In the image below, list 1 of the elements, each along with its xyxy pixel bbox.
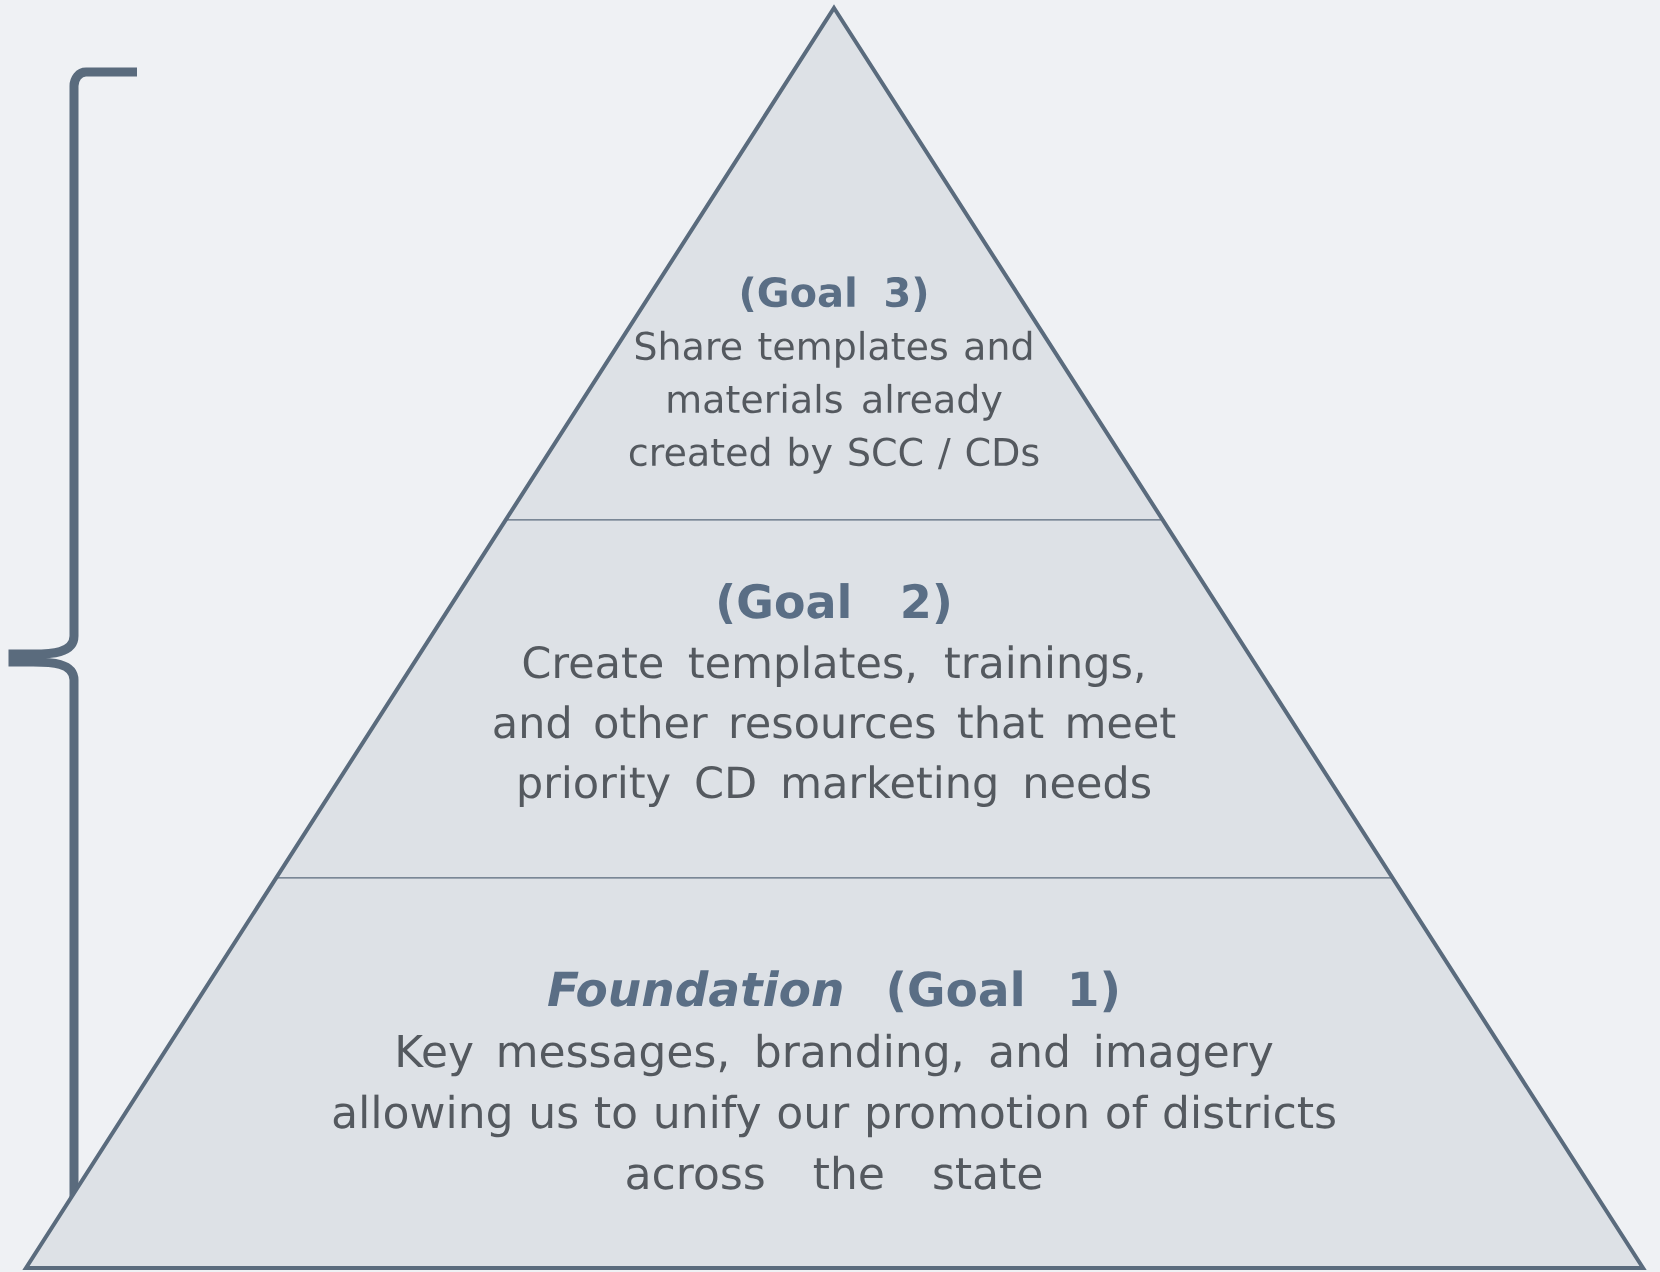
pyramid-tier: (Goal 2) Create templates, trainings, and other resources that meet priority CD marketing needs <box>275 519 1394 879</box>
